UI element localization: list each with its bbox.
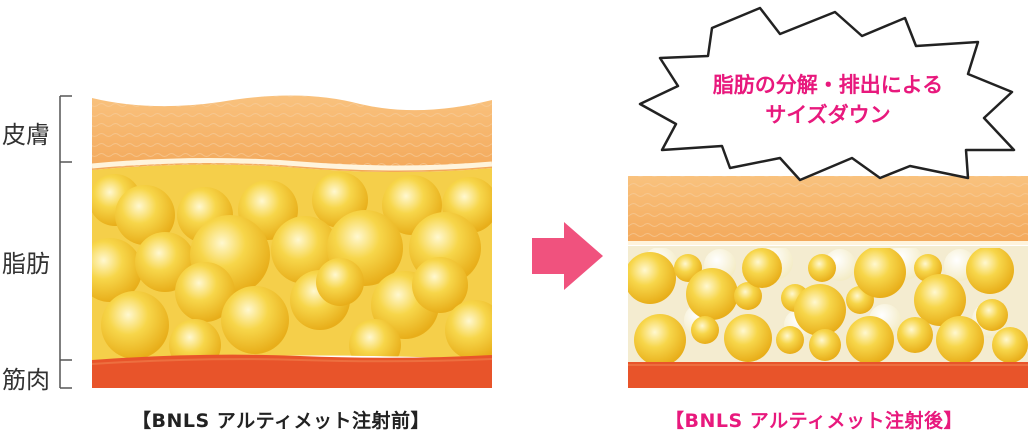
bubble-line-2: サイズダウン xyxy=(765,103,891,127)
before-muscle-layer xyxy=(92,354,492,388)
transition-arrow-icon xyxy=(532,222,603,290)
label-skin: 皮膚 xyxy=(2,121,50,149)
layer-brackets xyxy=(59,95,72,389)
bubble-line-1: 脂肪の分解・排出による xyxy=(712,73,944,97)
speech-bubble xyxy=(638,6,1016,182)
caption-before: 【BNLS アルティメット注射前】 xyxy=(132,410,430,432)
label-muscle: 筋肉 xyxy=(2,366,50,394)
after-muscle-layer xyxy=(628,362,1028,388)
caption-after: 【BNLS アルティメット注射後】 xyxy=(665,410,963,432)
after-diagram xyxy=(628,176,1028,388)
before-diagram xyxy=(91,95,493,388)
after-fat-cells xyxy=(628,248,1028,362)
label-fat: 脂肪 xyxy=(2,250,50,278)
before-boundary-line xyxy=(91,157,493,171)
bubble-text: 脂肪の分解・排出による サイズダウン xyxy=(668,70,988,130)
